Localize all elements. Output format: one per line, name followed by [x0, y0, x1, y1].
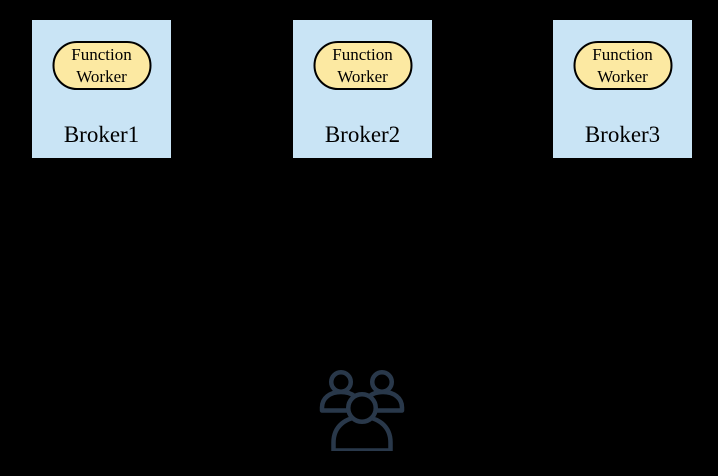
broker-node-2: Function Worker Broker2 — [293, 20, 432, 158]
function-worker-label: Function Worker — [71, 44, 132, 86]
broker-node-1: Function Worker Broker1 — [32, 20, 171, 158]
function-worker-shape: Function Worker — [573, 41, 672, 90]
function-worker-label: Function Worker — [332, 44, 393, 86]
function-worker-shape: Function Worker — [313, 41, 412, 90]
function-worker-shape: Function Worker — [52, 41, 151, 90]
broker-label: Broker1 — [63, 122, 140, 147]
users-icon — [319, 370, 405, 451]
broker-label: Broker3 — [584, 122, 661, 147]
function-worker-label: Function Worker — [592, 44, 653, 86]
broker-label: Broker2 — [324, 122, 401, 147]
broker-node-3: Function Worker Broker3 — [553, 20, 692, 158]
